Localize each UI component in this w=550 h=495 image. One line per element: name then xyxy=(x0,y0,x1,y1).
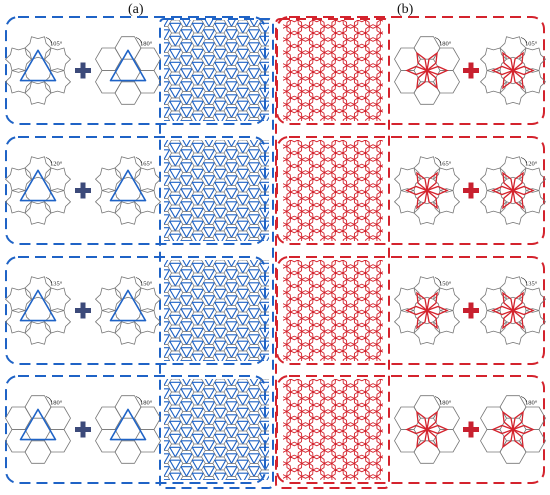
blue-tiling-row-1 xyxy=(164,20,269,121)
red-tiling-row-4 xyxy=(283,379,383,480)
blue-motif-left-row-1: 105° xyxy=(5,36,71,105)
red-tiling-row-2 xyxy=(283,140,383,241)
blue-plus-row-4-v xyxy=(80,421,86,438)
blue-motif-right-row-1: 180° xyxy=(95,36,161,105)
red-tiling-row-3 xyxy=(283,260,383,361)
red-motif-left-row-3: 150° xyxy=(394,276,460,345)
angle-label: 105° xyxy=(525,41,538,48)
angle-label: 180° xyxy=(140,41,153,48)
angle-label: 180° xyxy=(140,400,153,407)
blue-motif-left-row-3: 135° xyxy=(5,276,71,345)
red-plus-row-2-v xyxy=(468,182,474,199)
blue-plus-row-1-v xyxy=(80,62,86,79)
angle-label: 150° xyxy=(140,281,153,288)
red-box-row-3 xyxy=(276,256,545,365)
red-motif-right-row-1: 105° xyxy=(480,36,546,105)
red-plus-row-4-v xyxy=(468,421,474,438)
blue-motif-left-row-4: 180° xyxy=(5,395,71,464)
angle-label: 180° xyxy=(439,41,452,48)
angle-label: 150° xyxy=(439,281,452,288)
angle-label: 120° xyxy=(50,161,63,168)
angle-label: 180° xyxy=(525,400,538,407)
blue-tiling-row-2 xyxy=(164,140,269,241)
red-motif-right-row-3: 135° xyxy=(480,276,546,345)
red-motif-right-row-2: 120° xyxy=(480,156,546,225)
red-box-row-1 xyxy=(276,16,545,125)
red-column-box xyxy=(275,18,390,489)
red-motif-left-row-2: 165° xyxy=(394,156,460,225)
red-plus-row-1-v xyxy=(468,62,474,79)
angle-label: 180° xyxy=(439,400,452,407)
blue-motif-right-row-2: 165° xyxy=(95,156,161,225)
angle-label: 120° xyxy=(525,161,538,168)
angle-label: 135° xyxy=(50,281,63,288)
blue-motif-right-row-3: 150° xyxy=(95,276,161,345)
blue-motif-right-row-4: 180° xyxy=(95,395,161,464)
angle-label: 165° xyxy=(439,161,452,168)
panel-b-label: (b) xyxy=(397,2,414,17)
angle-label: 105° xyxy=(50,41,63,48)
red-motif-left-row-1: 180° xyxy=(394,36,460,105)
blue-plus-row-3-v xyxy=(80,302,86,319)
blue-tiling-row-4 xyxy=(164,379,269,480)
red-plus-row-3-v xyxy=(468,302,474,319)
angle-label: 135° xyxy=(525,281,538,288)
blue-column-box xyxy=(159,18,274,489)
blue-plus-row-2-v xyxy=(80,182,86,199)
blue-tiling-row-3 xyxy=(164,260,269,361)
red-motif-left-row-4: 180° xyxy=(394,395,460,464)
panel-a-label: (a) xyxy=(128,2,144,17)
red-tiling-row-1 xyxy=(283,20,383,121)
red-motif-right-row-4: 180° xyxy=(480,395,546,464)
blue-motif-left-row-2: 120° xyxy=(5,156,71,225)
angle-label: 165° xyxy=(140,161,153,168)
angle-label: 180° xyxy=(50,400,63,407)
